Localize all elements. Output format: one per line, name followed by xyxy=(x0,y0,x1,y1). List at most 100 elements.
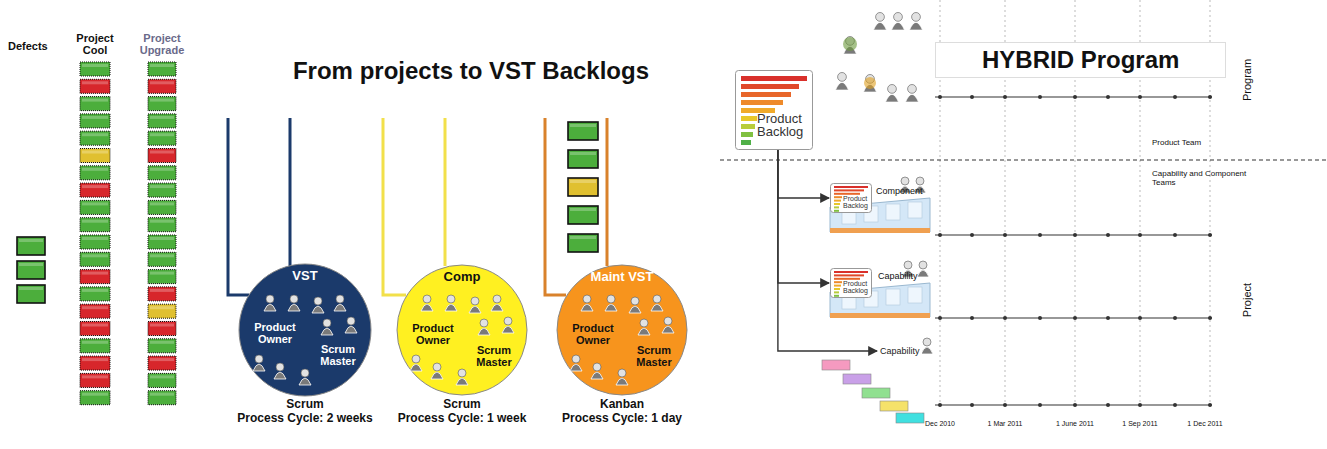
backlog-bar xyxy=(741,92,791,97)
backlog-bar xyxy=(834,210,839,212)
card-shine xyxy=(82,237,108,240)
team-bracket xyxy=(545,118,607,295)
backlog-card xyxy=(568,122,598,140)
card-shine xyxy=(82,133,108,136)
card-shine xyxy=(150,116,174,119)
backlog-bar xyxy=(741,140,751,145)
timeline-tick xyxy=(1208,316,1212,320)
team-member-icon xyxy=(334,304,346,311)
timeline-tick xyxy=(1073,316,1077,320)
team-name: VST xyxy=(238,269,372,283)
card-shine xyxy=(150,220,174,223)
team-member-icon xyxy=(288,304,300,311)
backlog-card xyxy=(80,114,110,128)
program-person xyxy=(912,13,921,22)
team-member-icon xyxy=(605,304,617,311)
team-label: Capability xyxy=(878,345,922,357)
card-shine xyxy=(82,324,108,327)
timeline-tick xyxy=(1173,403,1177,407)
backlog-bar xyxy=(741,116,757,121)
timeline-tick xyxy=(1106,95,1110,99)
card-shine xyxy=(150,393,174,396)
product-backlog: Product Backlog xyxy=(830,268,872,298)
role-label: Product Owner xyxy=(406,322,460,346)
column-heading: Defects xyxy=(8,40,48,52)
team-person xyxy=(917,270,929,277)
card-shine xyxy=(82,185,108,188)
backlog-card xyxy=(80,356,110,370)
timeline-tick xyxy=(938,233,942,237)
band-label: Project xyxy=(1241,283,1253,317)
team-member-icon xyxy=(274,372,286,379)
backlog-card xyxy=(568,234,598,252)
card-shine xyxy=(150,289,174,292)
waterfall-phase xyxy=(862,388,890,398)
team-member-icon xyxy=(662,326,674,333)
backlog-card xyxy=(80,287,110,301)
date-label: Dec 2010 xyxy=(925,420,955,428)
backlog-card xyxy=(80,79,110,93)
backlog-bar xyxy=(741,84,799,89)
card-shine xyxy=(150,81,174,84)
team-person xyxy=(916,177,924,185)
backlog-bar xyxy=(834,285,841,287)
team-member-icon xyxy=(504,317,512,325)
timeline-tick xyxy=(1106,316,1110,320)
backlog-card xyxy=(80,97,110,111)
card-shine xyxy=(150,151,174,154)
card-shine xyxy=(150,202,174,205)
card-shine xyxy=(570,180,596,183)
card-shine xyxy=(82,116,108,119)
team-label: Capability xyxy=(880,346,920,356)
backlog-connector xyxy=(778,150,829,283)
card-shine xyxy=(150,375,174,378)
program-person xyxy=(876,13,885,22)
timeline-tick xyxy=(970,233,974,237)
backlog-card xyxy=(148,235,176,249)
backlog-card xyxy=(148,200,176,214)
backlog-card xyxy=(17,261,45,279)
team-member-icon xyxy=(581,304,593,311)
backlog-label: Product Backlog xyxy=(843,280,871,294)
backlog-frame xyxy=(831,184,872,213)
timeline-tick xyxy=(1106,403,1110,407)
backlog-card xyxy=(80,166,110,180)
role-label: Scrum Master xyxy=(466,344,522,368)
timeline-tick xyxy=(1106,233,1110,237)
timeline-tick xyxy=(970,316,974,320)
timeline-tick xyxy=(1138,233,1142,237)
role-label: Scrum Master xyxy=(310,343,366,367)
backlog-card xyxy=(148,322,176,336)
team-circle: Maint VSTProduct OwnerScrum Master xyxy=(556,264,688,396)
backlog-card xyxy=(80,252,110,266)
backlog-card xyxy=(80,339,110,353)
team-bracket xyxy=(383,118,445,295)
timeline-tick xyxy=(970,95,974,99)
team-member-icon xyxy=(572,355,580,363)
team-member-icon xyxy=(616,378,628,385)
card-shine xyxy=(82,151,108,154)
room-window xyxy=(886,204,900,220)
backlog-card xyxy=(17,285,45,303)
backlog-card xyxy=(568,178,598,196)
backlog-card xyxy=(148,131,176,145)
program-person xyxy=(905,94,918,102)
heading: HYBRID Program xyxy=(982,46,1179,74)
team-member-icon xyxy=(640,319,648,327)
backlog-frame xyxy=(831,269,872,298)
team-member-icon xyxy=(290,295,298,303)
band-label: Product Team xyxy=(1152,139,1201,148)
team-member-icon xyxy=(631,297,639,305)
program-person xyxy=(838,73,847,82)
backlog-bar xyxy=(741,100,783,105)
card-shine xyxy=(82,254,108,257)
backlog-card xyxy=(80,304,110,318)
timeline-tick xyxy=(1073,403,1077,407)
team-member-icon xyxy=(347,317,355,325)
card-shine xyxy=(150,185,174,188)
backlog-card xyxy=(148,62,176,76)
backlog-card xyxy=(80,322,110,336)
team-member-icon xyxy=(314,297,322,305)
backlog-card xyxy=(80,183,110,197)
